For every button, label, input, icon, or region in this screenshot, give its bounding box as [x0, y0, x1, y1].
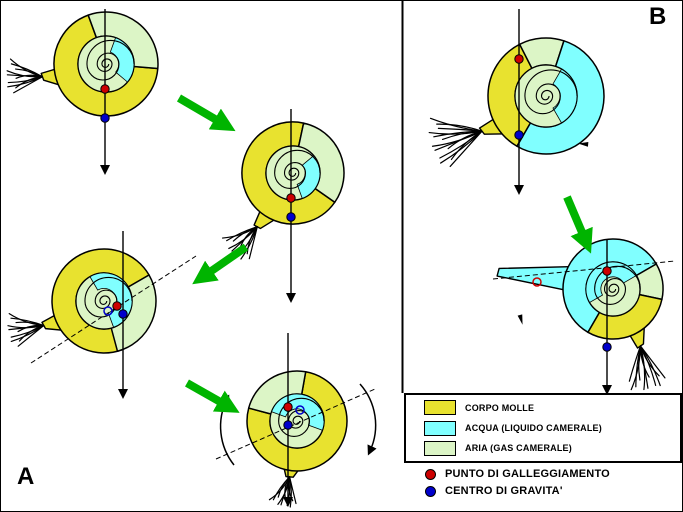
tentacle — [639, 345, 657, 386]
flow-direction-arrow — [578, 141, 589, 147]
plumb-arrowhead — [602, 385, 612, 395]
gravity-center-dot — [283, 420, 293, 430]
spiral-suture — [524, 69, 578, 115]
buoyancy-point-dot — [602, 266, 612, 276]
gravity-center-dot — [100, 113, 110, 123]
ammonite-figure-a1 — [6, 9, 159, 175]
ammonite-figure-a4 — [215, 333, 377, 508]
tentacle — [628, 345, 642, 382]
rotation-arrow — [359, 383, 377, 456]
sequence-arrow — [176, 94, 236, 132]
legend-label: ARIA (GAS CAMERALE) — [465, 443, 572, 454]
tentacle — [439, 130, 483, 159]
water-swatch — [424, 420, 456, 436]
legend-item-gas: ARIA (GAS CAMERALE) — [424, 440, 680, 456]
tentacle — [8, 313, 45, 327]
tentacle — [7, 76, 44, 84]
spiral-suture — [86, 40, 135, 81]
previous-point-marker — [103, 306, 113, 316]
cameral-water — [585, 261, 637, 304]
plumb-arrowhead — [118, 389, 128, 399]
ammonite-figure-b1 — [428, 9, 605, 195]
buoyancy-point-dot — [286, 193, 296, 203]
shell-axis-dashed-line — [215, 388, 376, 460]
panel-b-label: B — [649, 3, 667, 30]
legend-item-water: ACQUA (LIQUIDO CAMERALE) — [424, 420, 680, 436]
tentacle — [10, 317, 45, 327]
tentacle — [431, 130, 483, 147]
legend-item-soft-body: CORPO MOLLE — [424, 400, 680, 416]
rotation-arrow — [219, 394, 235, 466]
plumb-arrowhead — [286, 293, 296, 303]
legend-label: PUNTO DI GALLEGGIAMENTO — [445, 468, 610, 480]
gravity-center-icon — [425, 485, 436, 497]
tentacle — [221, 226, 258, 239]
gravity-center-dot — [118, 309, 128, 319]
tentacle — [639, 345, 646, 391]
tentacle — [6, 70, 44, 78]
legend-points: PUNTO DI GALLEGGIAMENTO CENTRO DI GRAVIT… — [404, 468, 682, 497]
legend-item-gravity-center: CENTRO DI GRAVITA' — [425, 485, 682, 497]
plumb-arrowhead — [514, 185, 524, 195]
tentacle — [630, 345, 642, 391]
buoyancy-point-dot — [100, 84, 110, 94]
ammonite-figure-a3 — [7, 231, 197, 399]
legend-label: CENTRO DI GRAVITA' — [445, 485, 563, 497]
gravity-center-dot — [514, 130, 524, 140]
buoyancy-point-dot — [514, 54, 524, 64]
previous-point-marker — [295, 405, 305, 415]
spiral-suture — [274, 149, 321, 189]
legend-item-buoyancy-point: PUNTO DI GALLEGGIAMENTO — [425, 468, 682, 480]
sequence-arrow — [563, 195, 593, 254]
spiral-suture — [84, 277, 133, 318]
tentacle — [277, 476, 291, 505]
tentacle — [428, 130, 483, 135]
tentacle — [436, 123, 483, 132]
tentacle — [7, 324, 45, 329]
tentacle — [9, 58, 44, 78]
gravity-center-dot — [602, 342, 612, 352]
flow-direction-arrow — [517, 314, 523, 325]
shell-axis-dashed-line — [492, 260, 676, 280]
tentacle — [429, 117, 483, 132]
tentacle — [228, 226, 258, 250]
buoyancy-point-dot — [283, 402, 293, 412]
legend-label: ACQUA (LIQUIDO CAMERALE) — [465, 423, 602, 433]
ammonite-figure-a2 — [221, 109, 345, 303]
tentacle — [10, 324, 45, 338]
legend-box: CORPO MOLLE ACQUA (LIQUIDO CAMERALE) ARI… — [404, 393, 682, 463]
legend-label: CORPO MOLLE — [465, 402, 535, 413]
soft-body-swatch — [424, 400, 456, 416]
shell-axis-dashed-line — [30, 255, 197, 364]
buoyancy-point-dot — [112, 301, 122, 311]
panel-a-label: A — [17, 463, 35, 490]
spiral-suture — [594, 265, 641, 305]
buoyancy-point-icon — [425, 468, 436, 480]
sequence-arrow — [185, 379, 240, 413]
sequence-arrow — [192, 243, 249, 285]
previous-point-marker — [532, 277, 542, 287]
tentacle — [10, 63, 44, 78]
plumb-arrowhead — [100, 165, 110, 175]
gas-swatch — [424, 440, 456, 456]
tentacle — [226, 226, 258, 242]
gravity-center-dot — [286, 212, 296, 222]
ammonite-figure-b2 — [492, 238, 676, 395]
plumb-arrowhead — [283, 497, 293, 507]
